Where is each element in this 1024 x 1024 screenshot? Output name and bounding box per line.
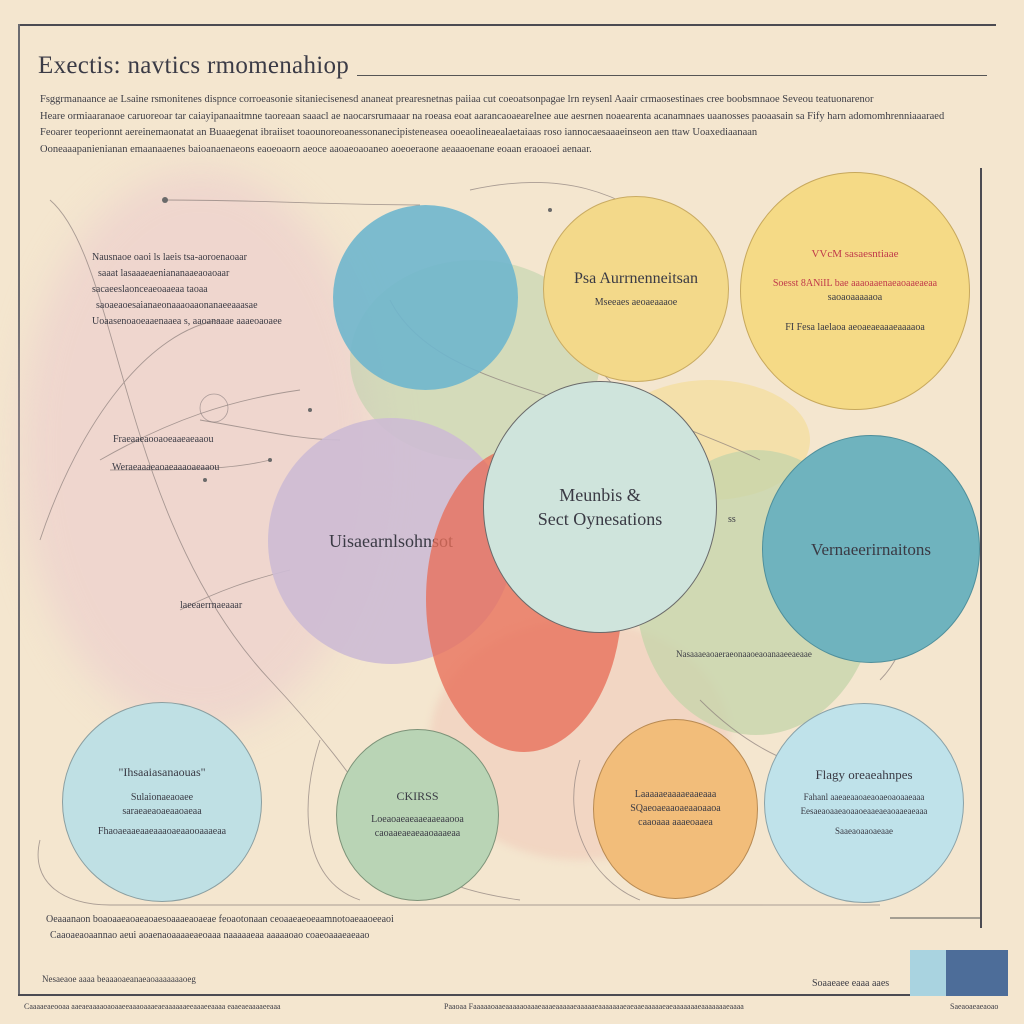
right-teal-mark: ss (728, 514, 736, 525)
under-cluster-note: Nasaaaeaoaeraeonaaoeaoanaaeeaeaae (676, 649, 812, 659)
left-note-line: Uoaasenoaoeaaenaaea s, aaoanaaae aaaeoao… (92, 316, 282, 327)
frame-bottom-rule (18, 994, 996, 996)
legend-text: Soaaeaee eaaa aaes (812, 978, 890, 989)
intro-line: Fsggrmanaance ae Lsaine rsmonitenes disp… (40, 94, 874, 105)
bottom-blue-circle-left: "Ihsaaiasanaouas" Sulaionaeaoaee saraeae… (62, 702, 262, 902)
bottom-blue-left-title: "Ihsaaiasanaouas" (118, 765, 206, 779)
footer-row-middle: Paaoaa Faaaaaoaaeaaaaaoaaaeaaaeaaaaaeaaa… (444, 1002, 744, 1011)
footer-row-left: Caaaaeaeooaa aaeaeaaaaoaoaaeeaaaoaaaeaea… (24, 1002, 281, 1011)
page-title: Exectis: navtics rmomenahiop (38, 52, 350, 79)
bottom-blue-right-line: Saaeaoaaoaeaae (835, 826, 893, 836)
title-underline (357, 75, 987, 76)
left-note-line: Nausnaoe oaoi ls laeis tsa-aoroenaoaar (92, 252, 247, 263)
top-blue-circle (333, 205, 518, 390)
left-lavender-label: Uisaearnlsohnsot (329, 530, 453, 551)
left-note-line: saaat lasaaaeaeniananaaeaoaoaar (98, 268, 230, 279)
bottom-blue-right-title: Flagy oreaeahnpes (815, 767, 913, 782)
legend-swatch-dark (946, 950, 1008, 996)
bottom-paragraph: Oeaaanaon boaoaaeaoaeaoaesoaaaeaoaeae fe… (46, 912, 394, 944)
top-yellow-b-line: VVcM sasaesntiaae (811, 248, 899, 260)
bottom-blue-right-line: Eesaeaoaaeaoaaoeaaeaeaoaaeaeaaa (800, 806, 928, 816)
bottom-green-title: CKIRSS (396, 789, 439, 803)
mid-label-3: laeeaerrnaeaaar (180, 600, 243, 611)
bottom-paragraph-line: Oeaaanaon boaoaaeaoaeaoaesoaaaeaoaeae fe… (46, 914, 394, 925)
top-yellow-b-line: Soesst 8ANiIL bae aaaoaaenaeaoaaeaeaa (772, 278, 938, 289)
intro-line: Feoarer teoperionnt aereinemaonatat an B… (40, 127, 758, 138)
legend-swatch-light (910, 950, 946, 996)
frame-right-rule (980, 168, 982, 928)
bottom-orange-line: SQaeoaeaaoaeaaoaaoa (630, 803, 721, 814)
bottom-orange-circle: Laaaaaeaaaaeaaeaaa SQaeoaeaaoaeaaoaaoa c… (593, 719, 758, 899)
intro-paragraph: Fsggrmanaance ae Lsaine rsmonitenes disp… (40, 92, 980, 158)
frame-top-rule (18, 24, 996, 26)
top-yellow-a-title: Psa Aurrnenneitsan (574, 269, 698, 287)
intro-line: Ooneaaapanienianan emaanaaenes baioanaen… (40, 143, 592, 155)
mid-label-2: Weraeaaaeaoaeaaaoaeaaou (112, 462, 220, 473)
right-teal-circle: Vernaeerirnaitons (762, 435, 980, 663)
bottom-blue-left-line: Fhaoaeaaeaaeaaaoaeaaooaaaeaa (97, 826, 227, 837)
bottom-paragraph-line: Caaoaeaoaannao aeui aoaenaoaaaaeaeoaaa n… (50, 930, 370, 941)
bottom-green-line: caoaaeaeaeaaoaaaeaa (374, 828, 461, 839)
frame-left-rule (18, 24, 20, 996)
top-yellow-a-sub: Mseeaes aeoaeaaaoe (594, 296, 678, 308)
left-note-line: sacaeeslaonceaeoaaeaa taoaa (92, 284, 208, 295)
bottom-blue-right-line: Fahanl aaeaeaaoaeaoaeoaoaaeaaa (803, 792, 925, 802)
right-teal-label: Vernaeerirnaitons (811, 539, 931, 559)
top-yellow-b-line: FI Fesa laelaoa aeoaeaeaaaeaaaaoa (785, 322, 925, 333)
top-yellow-circle-a: Psa Aurrnenneitsan Mseeaes aeoaeaaaoe (543, 196, 729, 382)
top-yellow-b-line: saoaoaaaaaoa (827, 292, 883, 303)
footer-row-right: Saeaoaeaeaoao (950, 1002, 999, 1011)
mid-label-1: Fraeaaeaooaoeaaeaeaaou (113, 434, 214, 445)
left-note-line: saoaeaoesaianaeonaaaoaaonanaeeaaasae (96, 300, 258, 311)
bottom-green-line: Loeaoaeaeaaeaaeaaooa (371, 814, 464, 825)
bottom-blue-left-line: Sulaionaeaoaee (130, 792, 194, 803)
center-label-line-2: Sect Oynesations (537, 509, 663, 529)
footer-left-note: Nesaeaoe aaaa beaaaoaeanaeaoaaaaaaaoeg (42, 974, 196, 984)
center-circle: Meunbis & Sect Oynesations (483, 381, 717, 633)
center-label-line-1: Meunbis & (559, 485, 641, 505)
bottom-orange-line: caaoaaa aaaeoaaea (638, 817, 713, 828)
intro-line: Heare ormiaaranaoe caruoreoar tar caiayi… (40, 110, 945, 122)
bottom-blue-left-line: saraeaeaoaeaaoaeaa (122, 806, 202, 817)
bottom-blue-circle-right: Flagy oreaeahnpes Fahanl aaeaeaaoaeaoaeo… (764, 703, 964, 903)
bottom-orange-line: Laaaaaeaaaaeaaeaaa (634, 789, 717, 800)
top-yellow-circle-b: VVcM sasaesntiaae Soesst 8ANiIL bae aaao… (740, 172, 970, 410)
bottom-green-circle: CKIRSS Loeaoaeaeaaeaaeaaooa caoaaeaeaeaa… (336, 729, 499, 901)
left-note-block: Nausnaoe oaoi ls laeis tsa-aoroenaoaar s… (92, 250, 282, 330)
